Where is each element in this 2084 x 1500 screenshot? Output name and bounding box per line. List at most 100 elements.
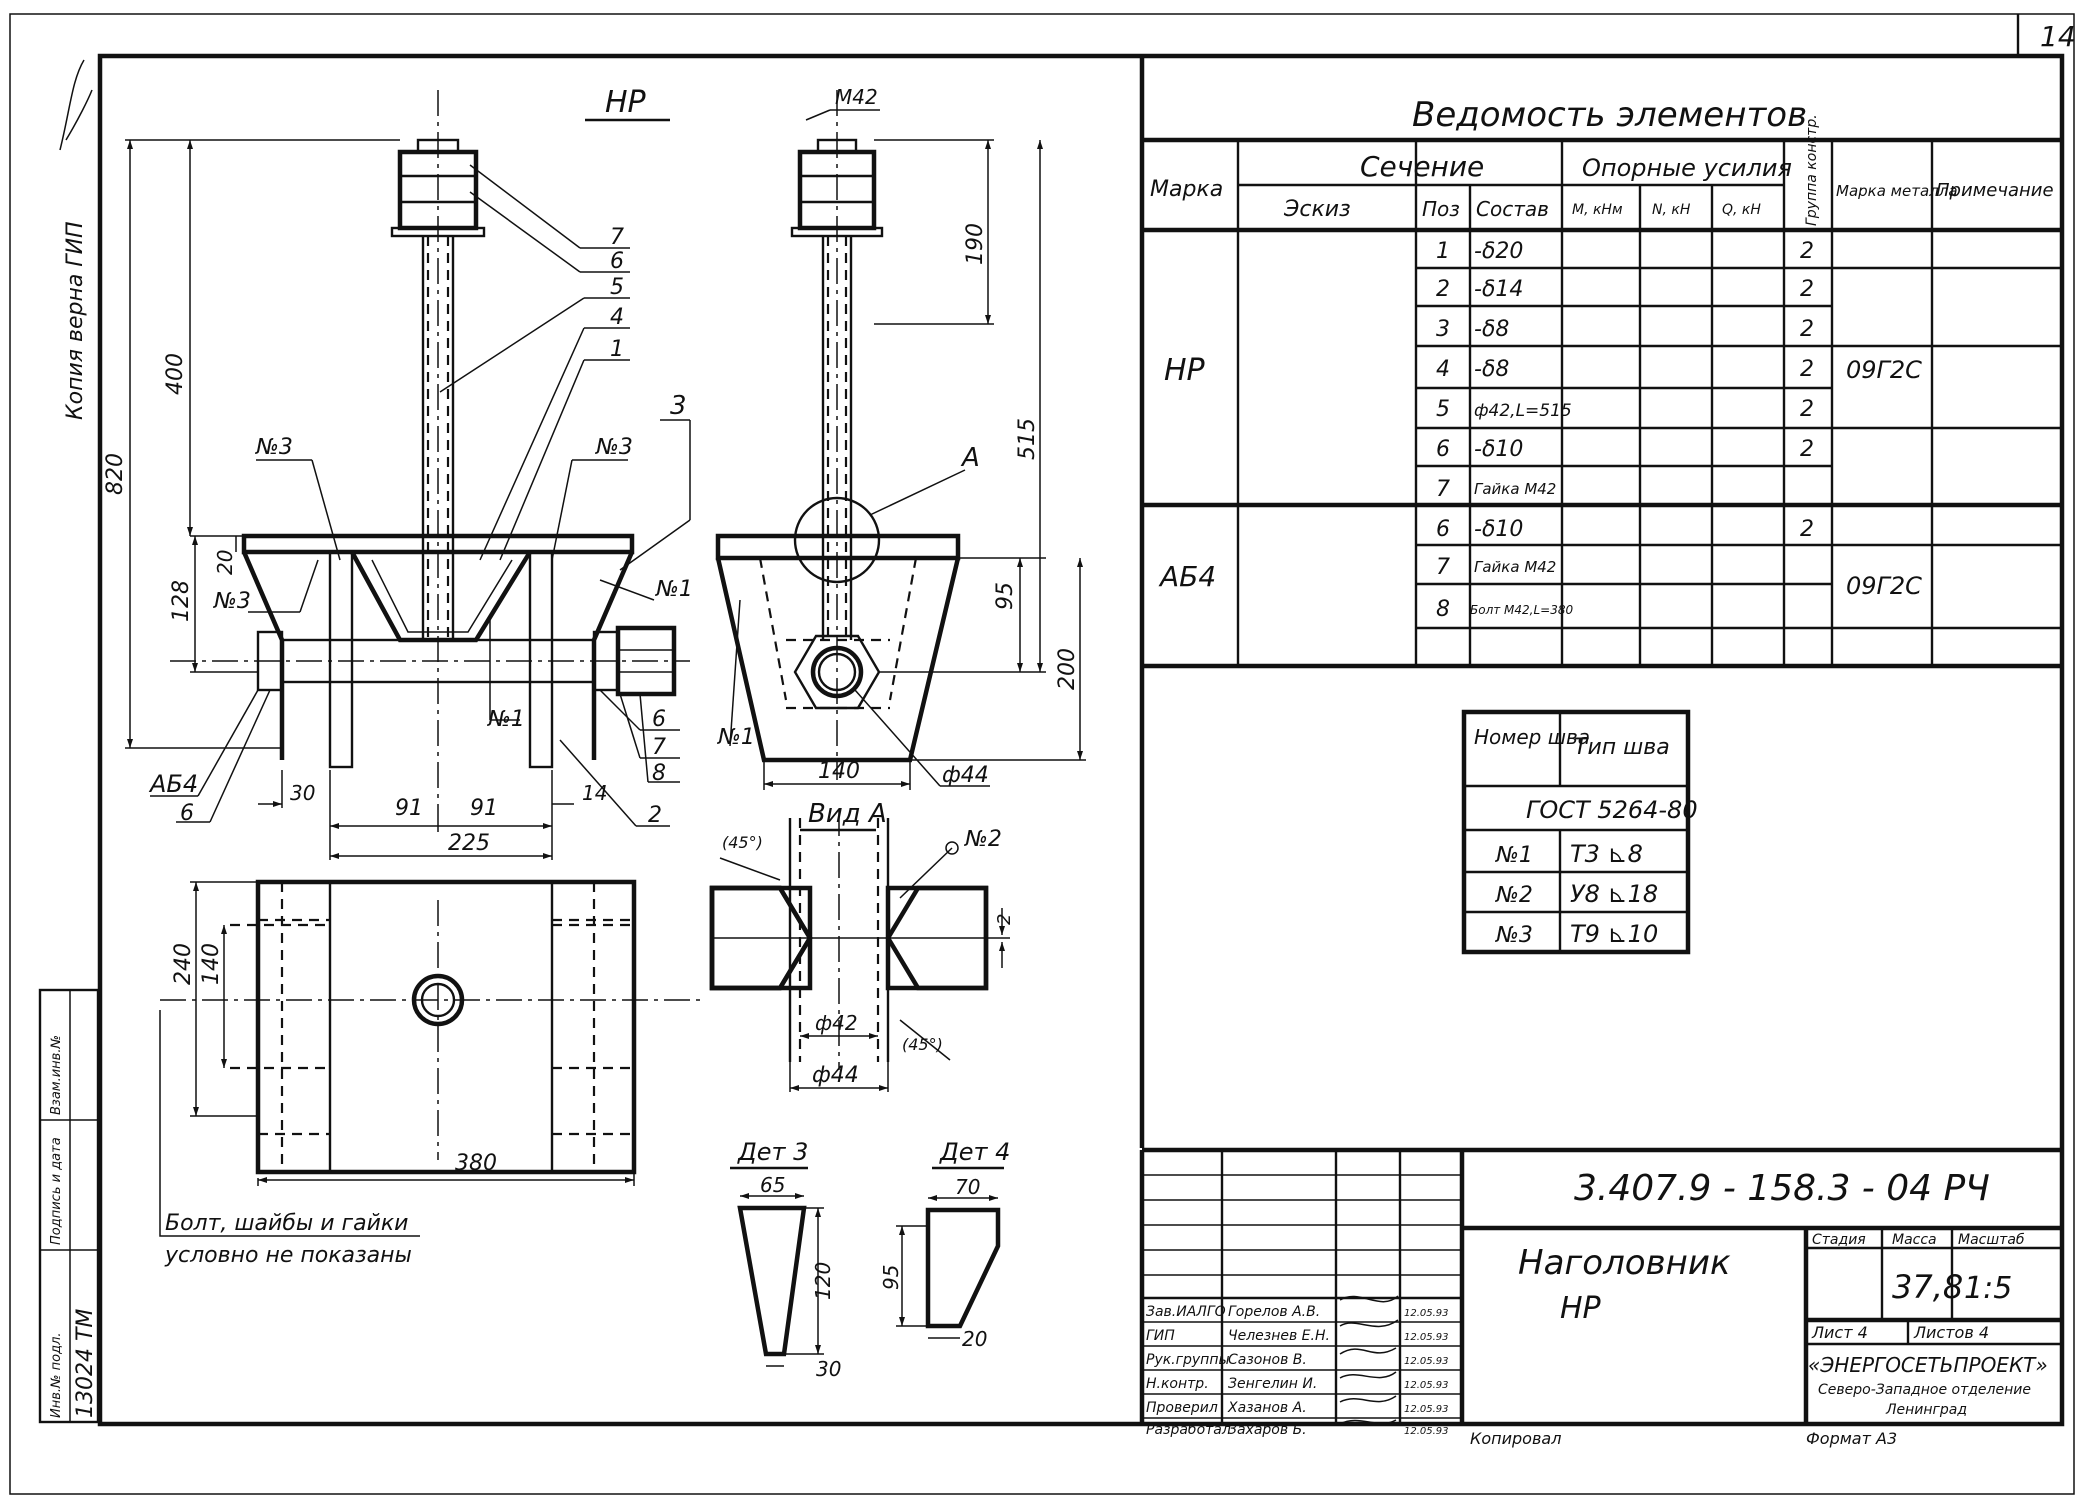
label-1: 1 — [610, 337, 624, 362]
table-row: 2 -δ14 2 — [1436, 277, 1814, 302]
dim-128: 128 — [169, 580, 194, 622]
title-block: Зав.ИАЛГО Горелов А.В. 12.05.93 ГИП Челе… — [1139, 1147, 2062, 1448]
dim-190: 190 — [963, 223, 988, 265]
drawing-name-1: Наголовник — [1518, 1243, 1731, 1283]
dim-515: 515 — [1015, 418, 1040, 460]
row-grp: 2 — [1800, 317, 1814, 342]
label-n1-front: №1 — [655, 577, 693, 602]
group-hp: НР 09Г2С 1 -δ20 2 2 -δ14 2 3 -δ8 2 4 -δ8… — [1164, 239, 1922, 502]
detail-3: Дет 3 65 120 30 — [730, 1138, 841, 1381]
dim-240: 240 — [171, 943, 196, 985]
detail-4: Дет 4 70 95 20 — [879, 1138, 1010, 1351]
header-m: М, кНм — [1572, 202, 1623, 218]
row-comp: -δ10 — [1474, 437, 1523, 462]
dim-140-plan: 140 — [199, 943, 224, 985]
header-sketch: Эскиз — [1283, 197, 1351, 222]
signature-row: Проверил Хазанов А. 12.05.93 — [1146, 1400, 1449, 1416]
det4-bottom: 20 — [962, 1327, 987, 1351]
org-sub-2: Ленинград — [1885, 1402, 1967, 1418]
row-pos: 3 — [1436, 317, 1450, 342]
row-comp: -δ8 — [1474, 357, 1509, 382]
elements-table: Ведомость элементов Марка Сечение Эскиз … — [1139, 56, 2062, 1148]
label-6c: 6 — [180, 801, 194, 826]
strip-label-2: Подпись и дата — [49, 1137, 64, 1245]
label-n3-left: №3 — [255, 435, 293, 460]
row-comp: -δ14 — [1474, 277, 1523, 302]
dim-380: 380 — [455, 1151, 497, 1176]
row-pos: 6 — [1436, 437, 1450, 462]
sheet-frame: 14 — [9, 13, 2076, 1495]
stage-label: Стадия — [1812, 1232, 1866, 1248]
sig-name: Горелов А.В. — [1228, 1304, 1320, 1320]
det3-height: 120 — [811, 1262, 835, 1300]
sig-role: Рук.группы — [1146, 1352, 1230, 1368]
dim-m42: М42 — [835, 85, 878, 109]
angle-45-right: (45°) — [902, 1035, 943, 1054]
signature-row: Рук.группы Сазонов В. 12.05.93 — [1146, 1352, 1449, 1368]
row-grp: 2 — [1800, 357, 1814, 382]
dim-20: 20 — [213, 550, 237, 575]
row-pos: 7 — [1436, 477, 1450, 502]
dim-820: 820 — [103, 453, 128, 495]
copy-note: Копия верна ГИП — [63, 221, 88, 420]
row-comp: -δ10 — [1474, 517, 1523, 542]
table-row: 5 ф42,L=515 2 — [1436, 397, 1814, 422]
strip-label-1: Взам.инв.№ — [49, 1035, 64, 1115]
table-row: 8 Болт М42,L=380 — [1436, 597, 1573, 622]
row-grp: 2 — [1800, 239, 1814, 264]
scale-value: 1:5 — [1964, 1271, 2012, 1306]
plan-view: 240 140 380 Болт, шайбы и гайки условно … — [159, 879, 700, 1268]
sheets-label: Листов 4 — [1913, 1323, 1989, 1342]
det4-title: Дет 4 — [939, 1138, 1010, 1166]
sig-name: Захаров Б. — [1228, 1422, 1307, 1438]
weld-col1: Номер шва — [1474, 725, 1590, 749]
org-name: «ЭНЕРГОСЕТЬПРОЕКТ» — [1808, 1353, 2048, 1377]
angle-45-left: (45°) — [722, 833, 763, 852]
det4-top: 70 — [955, 1175, 980, 1199]
strip-label-3: Инв.№ подл. — [49, 1332, 64, 1418]
front-view-title: НР — [605, 85, 647, 120]
left-strip: Копия верна ГИП Взам.инв.№ Подпись и дат… — [38, 59, 100, 1424]
elements-table-title: Ведомость элементов — [1412, 95, 1807, 135]
org-sub-1: Северо-Западное отделение — [1818, 1382, 2031, 1398]
label-6b: 6 — [652, 707, 666, 732]
dim-95: 95 — [993, 582, 1018, 610]
row-comp: -δ20 — [1474, 239, 1523, 264]
weld-type: У8 ⊾18 — [1570, 880, 1658, 908]
weld-table: Номер шва Тип шва ГОСТ 5264-80 №1 Т3 ⊾8 … — [1461, 709, 1698, 955]
row-pos: 5 — [1436, 397, 1450, 422]
row-grp: 2 — [1800, 397, 1814, 422]
weld-type: Т3 ⊾8 — [1570, 840, 1643, 868]
front-leaders — [150, 164, 691, 827]
row-pos: 8 — [1436, 597, 1450, 622]
sig-role: Проверил — [1146, 1400, 1218, 1416]
row-comp: Гайка М42 — [1474, 558, 1556, 576]
callout-a: А — [960, 443, 980, 473]
dim-140: 140 — [818, 759, 860, 784]
row-pos: 2 — [1436, 277, 1450, 302]
weld-num: №3 — [1495, 923, 1533, 948]
sig-date: 12.05.93 — [1404, 1426, 1449, 1437]
header-section: Сечение — [1360, 150, 1484, 183]
dim-91-right: 91 — [470, 796, 498, 821]
row-comp: Болт М42,L=380 — [1470, 603, 1573, 617]
group-mark: АБ4 — [1158, 560, 1216, 593]
table-row: №3 Т9 ⊾10 — [1495, 920, 1658, 948]
header-steel: Марка металла — [1836, 182, 1958, 200]
sig-date: 12.05.93 — [1404, 1308, 1449, 1319]
callout-circle-a — [793, 496, 881, 584]
row-pos: 6 — [1436, 517, 1450, 542]
header-forces: Опорные усилия — [1582, 154, 1792, 182]
row-grp: 2 — [1800, 437, 1814, 462]
header-composition: Состав — [1476, 197, 1549, 221]
sheet-number: 14 — [2040, 20, 2076, 53]
row-pos: 7 — [1436, 555, 1450, 580]
table-row: №2 У8 ⊾18 — [1495, 880, 1658, 908]
note-line-1: Болт, шайбы и гайки — [165, 1211, 408, 1236]
det3-top: 65 — [760, 1173, 785, 1197]
header-mark: Марка — [1150, 177, 1223, 202]
dim-14: 14 — [582, 781, 607, 805]
row-grp: 2 — [1800, 277, 1814, 302]
table-row: 6 -δ10 2 — [1436, 517, 1814, 542]
view-a-title: Вид А — [808, 799, 887, 829]
